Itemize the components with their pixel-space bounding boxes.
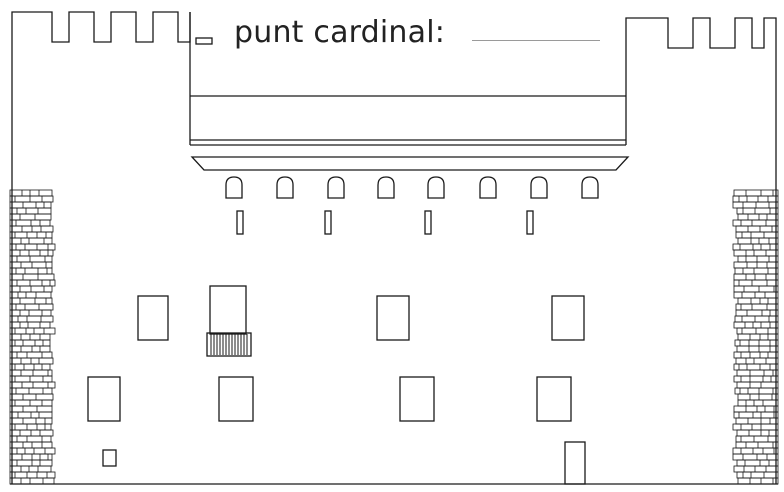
small-window (102, 449, 117, 467)
arrow-slit (526, 210, 534, 235)
window (551, 295, 585, 341)
cardinal-point-label: punt cardinal: (234, 15, 446, 50)
arch-opening (225, 176, 243, 199)
arch-opening (377, 176, 395, 199)
right-stone-wall (732, 189, 779, 485)
arch-opening (530, 176, 548, 199)
window (376, 295, 410, 341)
left-tower (11, 11, 191, 484)
right-tower (625, 17, 777, 484)
window (218, 376, 254, 422)
window-door (209, 285, 247, 335)
arch-opening (581, 176, 599, 199)
window (137, 295, 169, 341)
window (536, 376, 572, 422)
slits (236, 210, 534, 235)
door (564, 441, 586, 485)
right-tower-battlements (625, 17, 777, 484)
marker-tab (195, 37, 213, 45)
arrow-slit (424, 210, 432, 235)
arch-opening (427, 176, 445, 199)
window (87, 376, 121, 422)
cornice (190, 156, 630, 171)
balcony (206, 332, 252, 357)
arches (225, 176, 599, 199)
arch-opening (276, 176, 294, 199)
central-body (189, 42, 630, 171)
answer-field-line[interactable] (472, 40, 600, 41)
arch-opening (327, 176, 345, 199)
arrow-slit (236, 210, 244, 235)
arch-opening (479, 176, 497, 199)
window (399, 376, 435, 422)
left-stone-wall (9, 189, 56, 485)
arrow-slit (324, 210, 332, 235)
left-tower-battlements (11, 11, 191, 484)
